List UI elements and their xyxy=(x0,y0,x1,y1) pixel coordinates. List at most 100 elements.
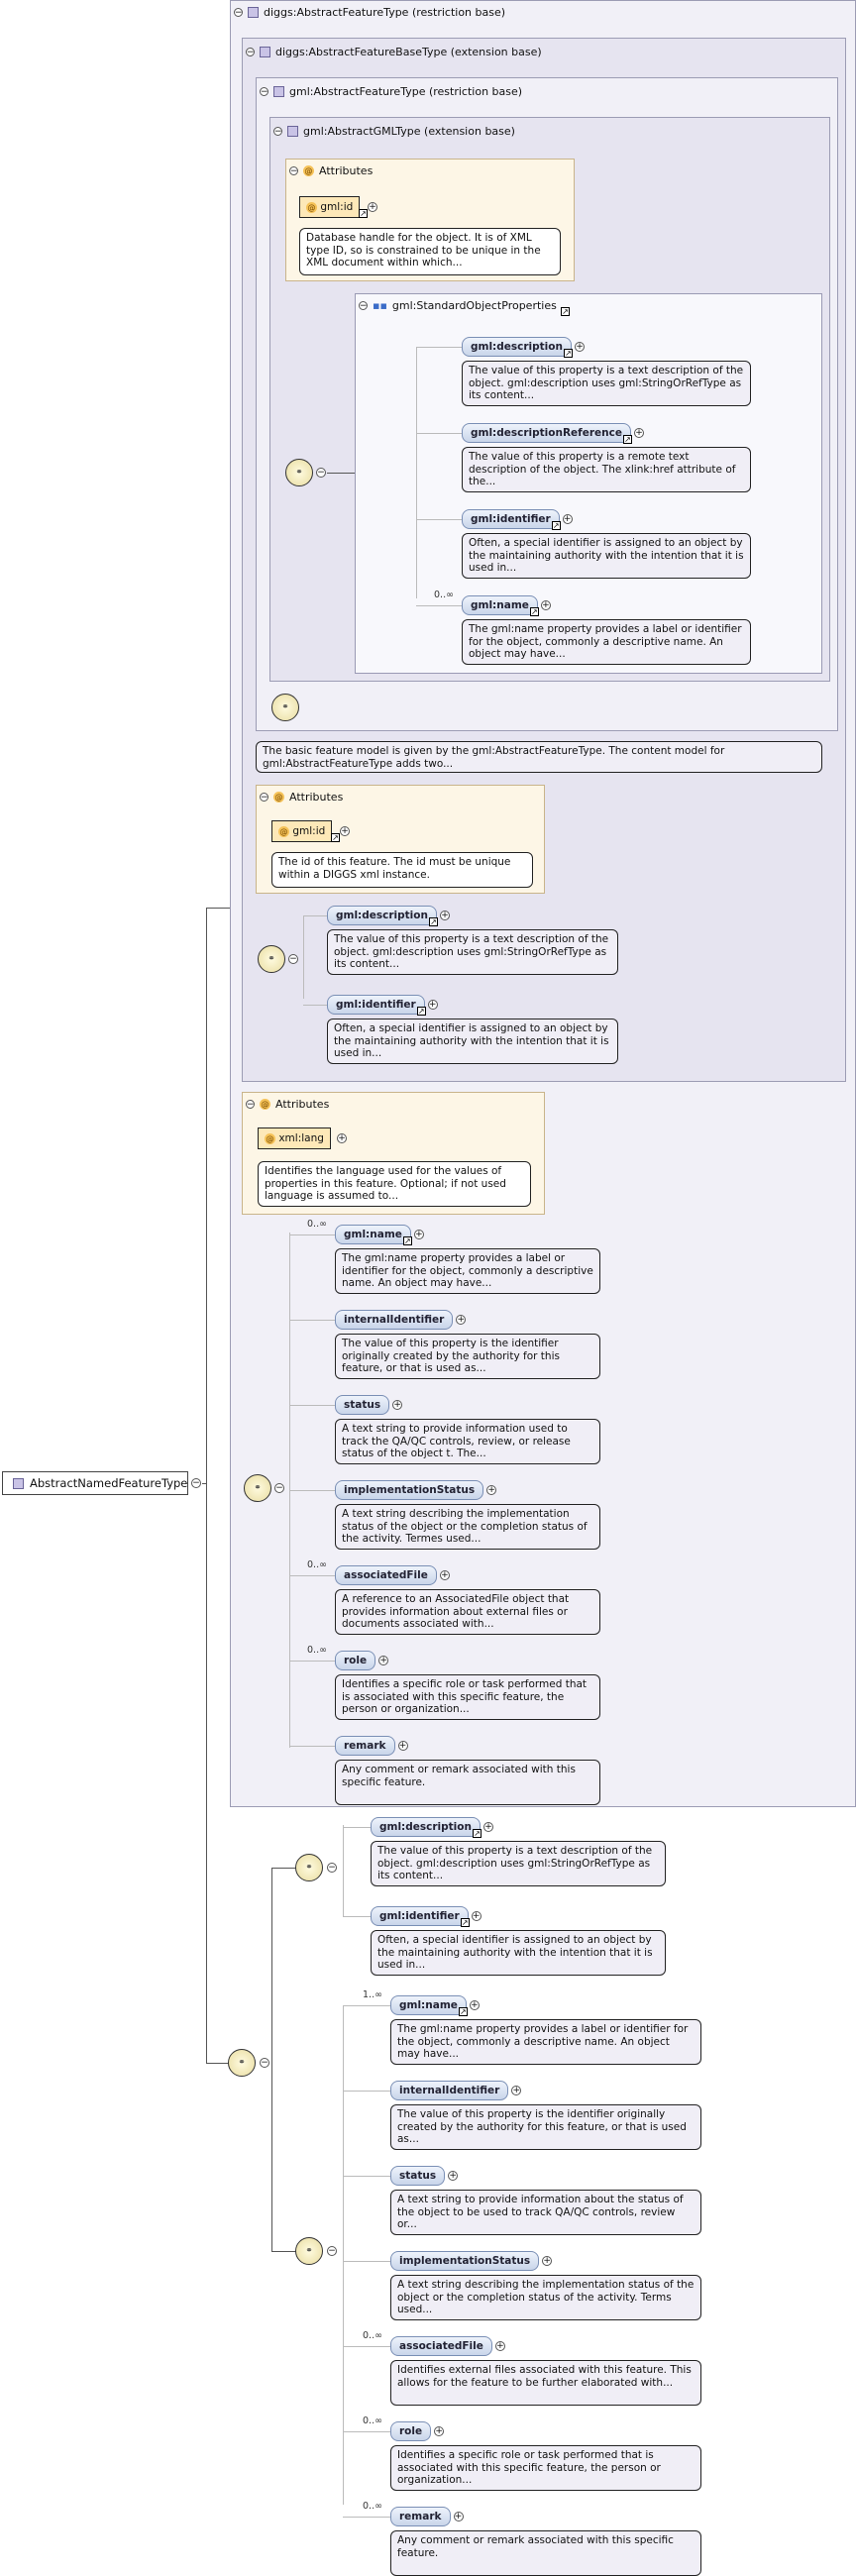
expand-toggle[interactable]: − xyxy=(191,1478,201,1488)
schema-element[interactable]: gml:name xyxy=(335,1225,411,1244)
link-arrow-icon[interactable]: ↗ xyxy=(359,209,368,218)
expand-toggle[interactable]: + xyxy=(456,1315,467,1325)
link-arrow-icon[interactable]: ↗ xyxy=(563,349,573,358)
expand-toggle[interactable]: + xyxy=(439,911,450,920)
schema-element[interactable]: role xyxy=(335,1651,376,1670)
attribute-icon: @ xyxy=(265,1133,275,1144)
expand-toggle[interactable]: + xyxy=(378,1656,389,1665)
expand-toggle[interactable]: + xyxy=(471,1911,482,1921)
expand-toggle[interactable]: − xyxy=(288,954,298,964)
expand-toggle[interactable]: + xyxy=(574,342,585,352)
attributes-header[interactable]: − @ Attributes xyxy=(289,164,373,177)
schema-element[interactable]: remark xyxy=(335,1736,395,1756)
expand-toggle[interactable]: + xyxy=(486,1485,497,1495)
expand-toggle[interactable]: + xyxy=(494,2341,505,2351)
link-arrow-icon[interactable]: ↗ xyxy=(331,833,340,842)
schema-element[interactable]: remark xyxy=(390,2507,451,2526)
schema-element[interactable]: gml:identifier xyxy=(371,1906,469,1926)
expand-toggle[interactable]: + xyxy=(427,1000,438,1010)
link-arrow-icon[interactable]: ↗ xyxy=(551,521,561,530)
schema-element[interactable]: status xyxy=(335,1395,390,1415)
link-arrow-icon[interactable]: ↗ xyxy=(402,1236,412,1245)
attribute-gml-id[interactable]: @ gml:id xyxy=(271,820,333,842)
link-arrow-icon[interactable]: ↗ xyxy=(529,607,539,616)
diggs-abstract-feature-header[interactable]: − diggs:AbstractFeatureType (restriction… xyxy=(234,6,505,19)
attribute-gml-id[interactable]: @ gml:id xyxy=(299,196,361,218)
gml-abstract-feature-header[interactable]: − gml:AbstractFeatureType (restriction b… xyxy=(260,85,522,98)
schema-element[interactable]: implementationStatus xyxy=(390,2251,540,2271)
attributes-header[interactable]: − @ Attributes xyxy=(246,1098,329,1111)
schema-element[interactable]: implementationStatus xyxy=(335,1480,484,1500)
collapse-toggle[interactable]: − xyxy=(246,1100,255,1110)
expand-toggle[interactable]: + xyxy=(368,202,377,212)
expand-toggle[interactable]: + xyxy=(340,826,350,836)
link-arrow-icon[interactable]: ↗ xyxy=(622,435,632,444)
group-header[interactable]: − ▪▪ gml:StandardObjectProperties xyxy=(359,299,557,312)
expand-toggle[interactable]: − xyxy=(260,2058,269,2068)
sequence-compositor-icon[interactable]: ⚭ xyxy=(271,694,299,721)
link-arrow-icon[interactable]: ↗ xyxy=(428,917,438,926)
collapse-toggle[interactable]: − xyxy=(260,87,268,97)
collapse-toggle[interactable]: − xyxy=(359,301,368,311)
schema-element[interactable]: status xyxy=(390,2166,446,2186)
expand-toggle[interactable]: − xyxy=(327,1863,337,1873)
schema-element[interactable]: internalIdentifier xyxy=(390,2081,509,2100)
schema-element[interactable]: gml:identifier xyxy=(462,509,560,529)
link-arrow-icon[interactable]: ↗ xyxy=(460,1918,470,1927)
expand-toggle[interactable]: + xyxy=(633,428,644,438)
schema-element[interactable]: associatedFile xyxy=(335,1565,437,1585)
expand-toggle[interactable]: + xyxy=(482,1822,493,1832)
expand-toggle[interactable]: + xyxy=(562,514,573,524)
gml-abstract-gml-header[interactable]: − gml:AbstractGMLType (extension base) xyxy=(273,125,515,138)
schema-element[interactable]: associatedFile xyxy=(390,2336,492,2356)
expand-toggle[interactable]: − xyxy=(274,1483,284,1493)
schema-element[interactable]: gml:identifier xyxy=(327,995,425,1015)
link-arrow-icon[interactable]: ↗ xyxy=(416,1007,426,1016)
expand-toggle[interactable]: + xyxy=(540,600,551,610)
schema-element[interactable]: internalIdentifier xyxy=(335,1310,454,1330)
sequence-compositor-icon[interactable]: ⚭ xyxy=(295,1854,323,1881)
schema-element[interactable]: role xyxy=(390,2421,432,2441)
expand-toggle[interactable]: + xyxy=(392,1400,403,1410)
link-arrow-icon[interactable]: ↗ xyxy=(472,1829,482,1838)
collapse-toggle[interactable]: − xyxy=(260,793,268,803)
link-arrow-icon[interactable]: ↗ xyxy=(458,2007,468,2016)
collapse-toggle[interactable]: − xyxy=(246,48,255,57)
connector-line xyxy=(416,519,462,520)
sequence-compositor-icon[interactable]: ⚭ xyxy=(258,945,285,973)
expand-toggle[interactable]: + xyxy=(439,1570,450,1580)
expand-toggle[interactable]: + xyxy=(397,1741,408,1751)
connector-line xyxy=(416,433,462,434)
collapse-toggle[interactable]: − xyxy=(234,8,243,18)
schema-element[interactable]: gml:description xyxy=(371,1817,481,1837)
expand-toggle[interactable]: + xyxy=(511,2086,522,2095)
collapse-toggle[interactable]: − xyxy=(289,166,298,176)
attributes-header[interactable]: − @ Attributes xyxy=(260,791,343,804)
schema-element[interactable]: gml:name xyxy=(462,595,538,615)
schema-element[interactable]: gml:name xyxy=(390,1995,467,2015)
link-arrow-icon[interactable]: ↗ xyxy=(561,307,570,316)
expand-toggle[interactable]: + xyxy=(542,2256,553,2266)
sequence-compositor-icon[interactable]: ⚭ xyxy=(285,459,313,486)
expand-toggle[interactable]: + xyxy=(453,2512,464,2522)
expand-toggle[interactable]: + xyxy=(413,1230,424,1239)
expand-toggle[interactable]: + xyxy=(337,1133,347,1143)
collapse-toggle[interactable]: − xyxy=(273,127,282,137)
expand-toggle[interactable]: − xyxy=(327,2246,337,2256)
sequence-compositor-icon[interactable]: ⚭ xyxy=(244,1474,271,1502)
expand-toggle[interactable]: + xyxy=(434,2426,445,2436)
schema-element[interactable]: gml:description xyxy=(327,906,437,925)
expand-toggle[interactable]: − xyxy=(316,468,326,478)
schema-element[interactable]: gml:descriptionReference xyxy=(462,423,631,443)
attribute-xml-lang[interactable]: @ xml:lang xyxy=(258,1127,331,1149)
root-type[interactable]: AbstractNamedFeatureType xyxy=(2,1471,188,1495)
sequence-compositor-icon[interactable]: ⚭ xyxy=(228,2049,256,2077)
complex-type-icon xyxy=(287,126,298,137)
diggs-abstract-feature-base-header[interactable]: − diggs:AbstractFeatureBaseType (extensi… xyxy=(246,46,542,58)
expand-toggle[interactable]: + xyxy=(448,2171,459,2181)
attribute-description: Identifies the language used for the val… xyxy=(258,1161,531,1207)
element-description: The value of this property is a text des… xyxy=(462,361,751,406)
expand-toggle[interactable]: + xyxy=(469,2000,480,2010)
schema-element[interactable]: gml:description xyxy=(462,337,572,357)
sequence-compositor-icon[interactable]: ⚭ xyxy=(295,2237,323,2265)
